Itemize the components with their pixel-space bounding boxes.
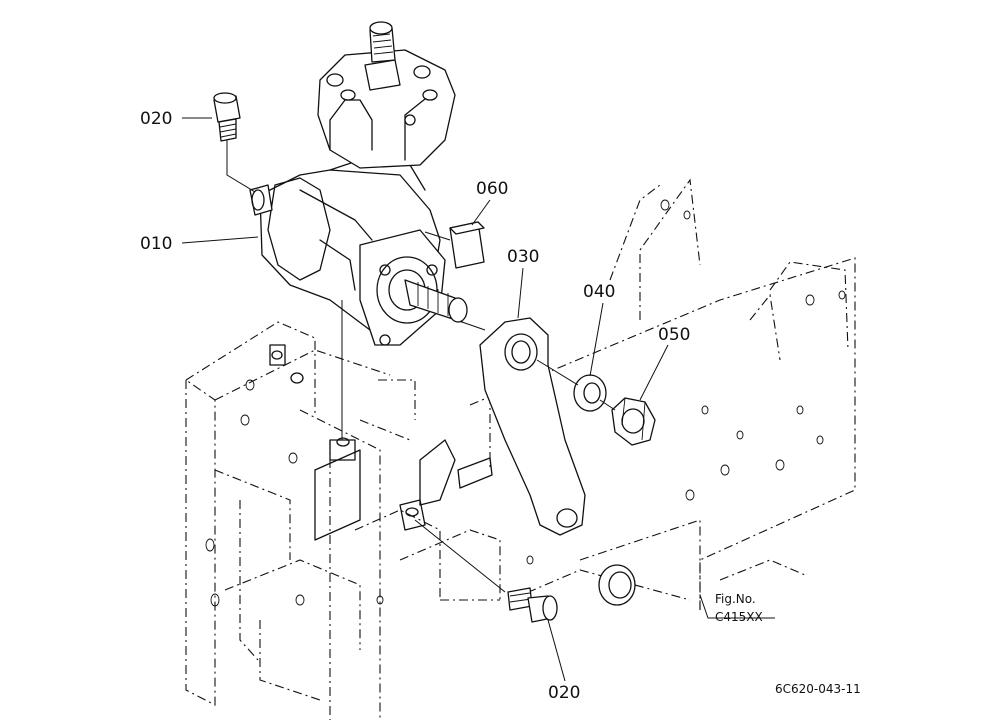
callout-pitman-arm: 030: [507, 247, 539, 267]
steering-gearbox: [249, 21, 468, 346]
frame-phantom: [185, 178, 856, 720]
alignment-lines: [226, 140, 616, 593]
callout-nut: 050: [658, 325, 690, 345]
callout-gearbox: 010: [140, 234, 172, 254]
callout-washer: 040: [583, 282, 615, 302]
nut-050: [611, 397, 656, 446]
bolt-bottom-020: [507, 587, 558, 623]
callout-bolt-bottom: 020: [548, 683, 580, 703]
callout-bolt-top: 020: [140, 109, 172, 129]
callout-plate: 060: [476, 179, 508, 199]
fig-label: Fig.No.: [715, 592, 756, 606]
leader-lines: [181, 117, 775, 682]
washer-040: [573, 374, 607, 412]
drawing-code: 6C620-043-11: [775, 682, 861, 696]
plate-060: [449, 221, 485, 269]
pitman-arm-030: [479, 317, 586, 536]
frame-solid-details: [269, 344, 636, 606]
fig-code: C415XX: [715, 610, 763, 624]
bolt-top-020: [213, 92, 241, 142]
